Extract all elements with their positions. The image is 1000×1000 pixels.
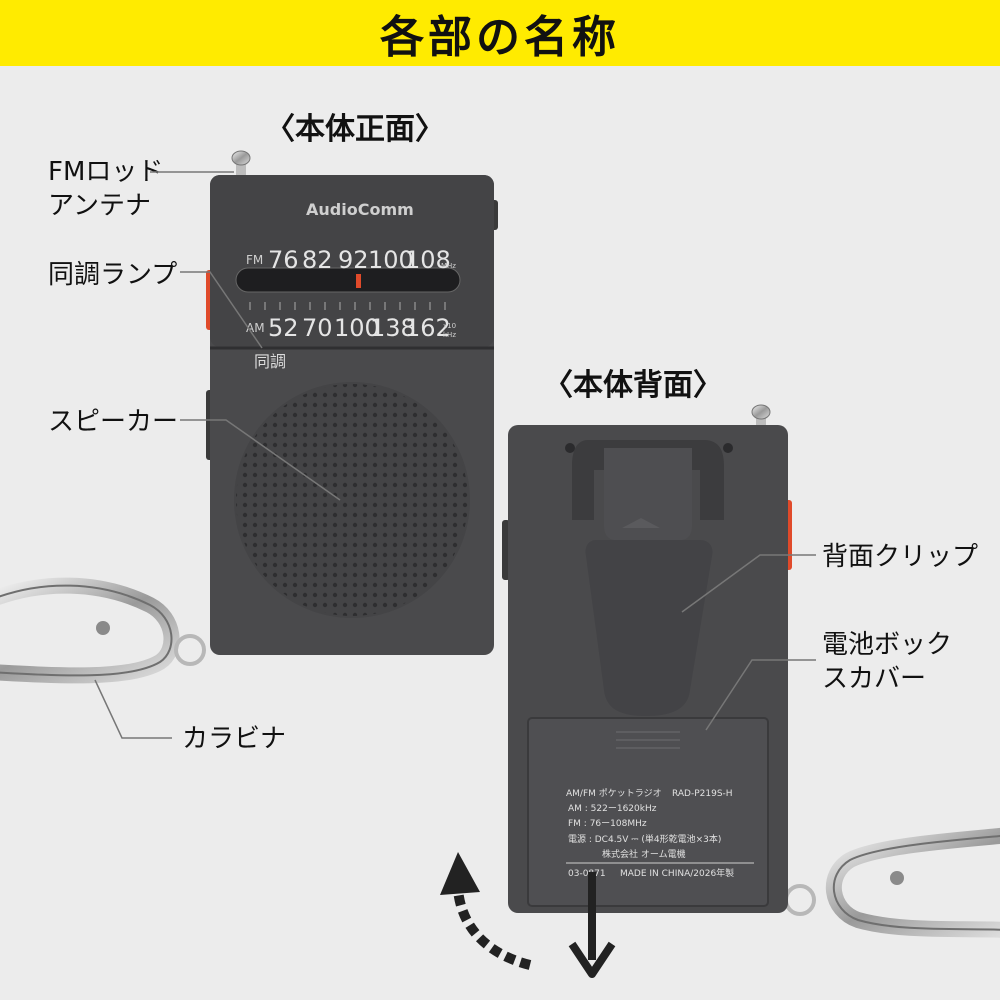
carabiner-label: カラビナ	[182, 724, 287, 754]
brand-text: AudioComm	[306, 200, 414, 219]
label-line3: FM : 76ー108MHz	[568, 819, 647, 829]
fm-unit: MHz	[441, 262, 456, 270]
speaker-label: スピーカー	[48, 407, 179, 437]
tuning-text: 同調	[254, 352, 286, 371]
label-line4: 電源 : DC4.5V ⎓ (単4形乾電池×3本)	[568, 833, 721, 845]
am-mark-1: 52	[268, 314, 299, 342]
fm-band-label: FM	[246, 253, 263, 267]
am-mark-4: 138	[370, 314, 416, 342]
label-line6-right: MADE IN CHINA/2026年製	[620, 867, 734, 879]
right-carabiner	[784, 827, 1000, 938]
front-section-title: 〈本体正面〉	[265, 112, 445, 147]
label-line5: 株式会社 オーム電機	[602, 848, 686, 860]
label-line2: AM : 522ー1620kHz	[568, 804, 657, 814]
fm-mark-2: 82	[302, 246, 333, 274]
title-banner: 各部の名称	[0, 0, 1000, 66]
speaker-grille	[236, 384, 468, 616]
back-clip-label: 背面クリップ	[822, 542, 979, 572]
fm-mark-1: 76	[268, 246, 299, 274]
front-radio: AudioComm FM 76 82 92 100 108 MHz AM 52 …	[206, 150, 498, 655]
page-title: 各部の名称	[380, 12, 620, 63]
label-line6-left: 03-0871	[568, 869, 606, 879]
battery-cover-label: 電池ボック スカバー	[822, 630, 953, 694]
left-carabiner	[0, 577, 206, 684]
back-radio: AM/FM ポケットラジオ RAD-P219S-H AM : 522ー1620k…	[502, 404, 792, 913]
leader-lines	[94, 171, 816, 739]
am-mark-3: 100	[334, 314, 380, 342]
back-clip	[572, 440, 724, 716]
label-line1-right: RAD-P219S-H	[672, 789, 733, 799]
label-line1-left: AM/FM ポケットラジオ	[566, 788, 662, 799]
tuning-lamp-label: 同調ランプ	[48, 260, 178, 290]
am-mark-5: 162	[405, 314, 451, 342]
antenna-label: FMロッド アンテナ	[48, 157, 164, 221]
back-section-title: 〈本体背面〉	[543, 368, 723, 403]
fm-mark-4: 100	[368, 246, 414, 274]
battery-cover	[527, 717, 769, 907]
fm-mark-5: 108	[405, 246, 451, 274]
am-mark-2: 70	[302, 314, 333, 342]
am-unit-2: kHz	[443, 331, 456, 339]
down-arrow	[568, 872, 616, 978]
fm-mark-3: 92	[338, 246, 369, 274]
am-unit-1: x10	[443, 322, 456, 330]
rotate-arrow	[440, 852, 532, 970]
